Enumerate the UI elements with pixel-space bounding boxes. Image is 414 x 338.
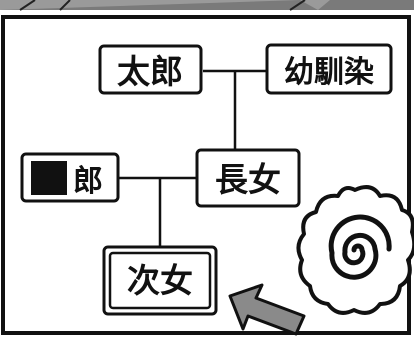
node-redacted-label: 郎 [73,164,103,199]
arrow-pointer-icon [228,283,306,336]
node-osananajimi-label: 幼馴染 [284,55,374,90]
connector-lines [118,69,268,248]
node-taro-label: 太郎 [117,52,183,91]
node-taro: 太郎 [98,44,203,95]
node-jijo: 次女 [102,245,218,316]
node-redacted: 郎 [20,152,120,203]
node-jijo-label: 次女 [127,261,193,300]
node-osananajimi: 幼馴染 [265,43,393,95]
top-strip [0,0,414,11]
node-chojo: 長女 [195,148,301,208]
redaction-block-icon [31,161,67,195]
spiral-flower-icon [296,185,414,315]
node-chojo-label: 長女 [215,160,281,199]
